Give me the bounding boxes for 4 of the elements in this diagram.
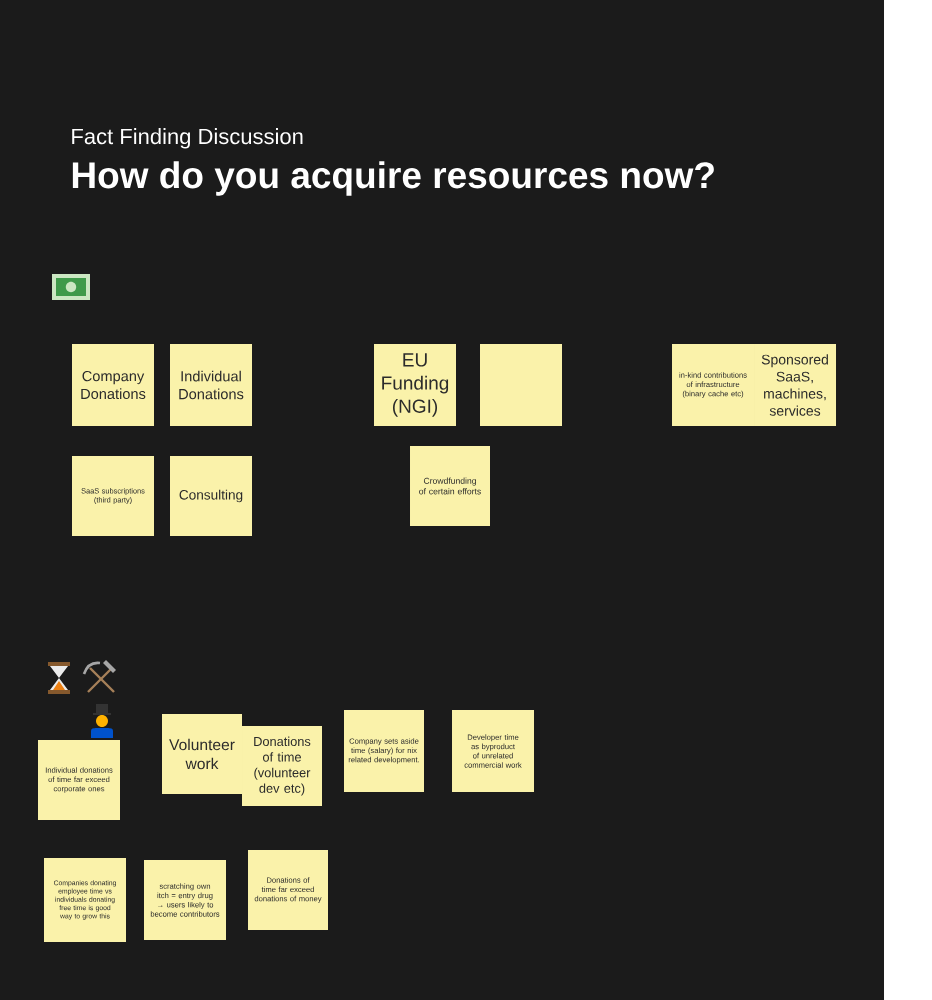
title: How do you acquire resources now? [72, 161, 714, 196]
sticky-note [480, 344, 562, 426]
sticky-note: EU Funding (NGI) [374, 344, 456, 426]
subtitle: Fact Finding Discussion [72, 128, 303, 149]
